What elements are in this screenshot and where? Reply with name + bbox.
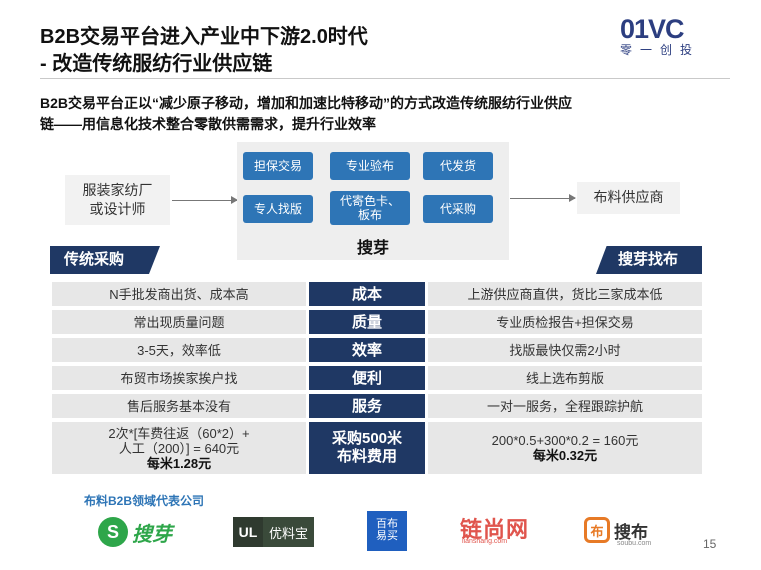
arrow-right-icon [172, 196, 238, 204]
service-pill-line-2: 板布 [357, 208, 382, 222]
traditional-header: 传统采购 [50, 246, 160, 274]
buyer-label-2: 或设计师 [89, 201, 146, 217]
lianshang-logo-text: 链尚网 [460, 517, 530, 542]
service-pill: 代采购 [423, 195, 493, 223]
youliaobao-logo-text: 优料宝 [263, 517, 315, 547]
traditional-cost-cell: 2次*[车费往返（60*2）+ 人工（200）] = 640元 每米1.28元 [52, 422, 306, 474]
brand-logo: 01VC 零一创投 [620, 14, 730, 64]
table-row: 常出现质量问题 质量 专业质检报告+担保交易 [52, 310, 702, 334]
representatives-title: 布料B2B领域代表公司 [84, 494, 205, 508]
lianshang-logo: 链尚网 lianshang.com [460, 508, 560, 548]
page-subtitle: - 改造传统服纺行业供应链 [40, 53, 273, 75]
dimension-cell: 质量 [309, 310, 425, 334]
buyer-label-1: 服装家纺厂 [82, 182, 153, 198]
soubu-logo-url: soubu.com [617, 540, 652, 547]
traditional-cost-per-meter: 每米1.28元 [146, 455, 212, 471]
platform-cell: 线上选布剪版 [428, 366, 702, 390]
soubu-logo-text: 搜布 [614, 522, 648, 542]
baibu-logo: 百布 易买 [367, 509, 407, 553]
platform-cell: 找版最快仅需2小时 [428, 338, 702, 362]
page-title: B2B交易平台进入产业中下游2.0时代 [40, 26, 368, 48]
soya-logo: S 搜芽 [98, 512, 172, 552]
traditional-cell: 常出现质量问题 [52, 310, 306, 334]
cost-row: 2次*[车费往返（60*2）+ 人工（200）] = 640元 每米1.28元 … [52, 422, 702, 474]
platform-cell: 专业质检报告+担保交易 [428, 310, 702, 334]
title-divider [40, 78, 730, 79]
baibu-logo-mark: 百布 易买 [367, 511, 407, 551]
baibu-logo-line-1: 百布 [376, 518, 398, 530]
service-pill-line-1: 代寄色卡、 [339, 194, 400, 208]
service-pill: 代寄色卡、 板布 [330, 191, 410, 225]
platform-label: 搜芽 [356, 240, 389, 257]
baibu-logo-line-2: 易买 [376, 530, 398, 542]
dimension-cell: 服务 [309, 394, 425, 418]
brand-logo-text: 零一创投 [620, 43, 701, 57]
page-number: 15 [703, 537, 717, 551]
cost-dimension-line-2: 布料费用 [336, 448, 397, 465]
table-row: 布贸市场挨家挨户找 便利 线上选布剪版 [52, 366, 702, 390]
traditional-cell: 售后服务基本没有 [52, 394, 306, 418]
intro-line-2: 链——用信息化技术整合零散供需需求，提升行业效率 [40, 116, 376, 132]
traditional-cell: N手批发商出货、成本高 [52, 282, 306, 306]
traditional-cell: 布贸市场挨家挨户找 [52, 366, 306, 390]
intro-line-1: B2B交易平台正以“减少原子移动，增加和加速比特移动”的方式改造传统服纺行业供应 [40, 95, 573, 111]
platform-panel: 担保交易 专业验布 代发货 专人找版 代寄色卡、 板布 代采购 搜芽 [237, 142, 509, 260]
supplier-box: 布料供应商 [577, 182, 680, 214]
soubu-logo: 布 搜布 soubu.com [584, 510, 674, 550]
soya-logo-text: 搜芽 [132, 523, 172, 546]
cost-dimension-cell: 采购500米 布料费用 [309, 422, 425, 474]
dimension-cell: 效率 [309, 338, 425, 362]
dimension-cell: 成本 [309, 282, 425, 306]
cost-dimension-line-1: 采购500米 [331, 430, 403, 447]
table-row: 3-5天，效率低 效率 找版最快仅需2小时 [52, 338, 702, 362]
service-pill: 专人找版 [243, 195, 313, 223]
youliaobao-logo: UL 优料宝 [233, 512, 315, 552]
platform-cell: 上游供应商直供，货比三家成本低 [428, 282, 702, 306]
soya-logo-mark: S [98, 517, 128, 547]
platform-cost-cell: 200*0.5+300*0.2 = 160元 每米0.32元 [428, 422, 702, 474]
platform-cell: 一对一服务，全程跟踪护航 [428, 394, 702, 418]
service-pill: 担保交易 [243, 152, 313, 180]
traditional-cost-line-2: 人工（200）] = 640元 [118, 440, 240, 456]
table-row: 售后服务基本没有 服务 一对一服务，全程跟踪护航 [52, 394, 702, 418]
intro-text: B2B交易平台正以“减少原子移动，增加和加速比特移动”的方式改造传统服纺行业供应… [40, 93, 720, 135]
traditional-cell: 3-5天，效率低 [52, 338, 306, 362]
platform-cost-per-meter: 每米0.32元 [532, 448, 598, 463]
traditional-cost-line-1: 2次*[车费往返（60*2）+ [108, 425, 250, 441]
platform-header: 搜芽找布 [596, 246, 702, 274]
buyer-box: 服装家纺厂 或设计师 [65, 175, 170, 225]
service-pill: 代发货 [423, 152, 493, 180]
youliaobao-logo-mark: UL [233, 517, 263, 547]
soubu-logo-mark: 布 [584, 517, 610, 543]
service-pill: 专业验布 [330, 152, 410, 180]
dimension-cell: 便利 [309, 366, 425, 390]
arrow-right-icon [510, 194, 576, 202]
lianshang-logo-url: lianshang.com [462, 538, 508, 545]
platform-cost-line-1: 200*0.5+300*0.2 = 160元 [491, 433, 639, 448]
brand-logo-mark: 01VC [620, 14, 685, 44]
table-row: N手批发商出货、成本高 成本 上游供应商直供，货比三家成本低 [52, 282, 702, 306]
